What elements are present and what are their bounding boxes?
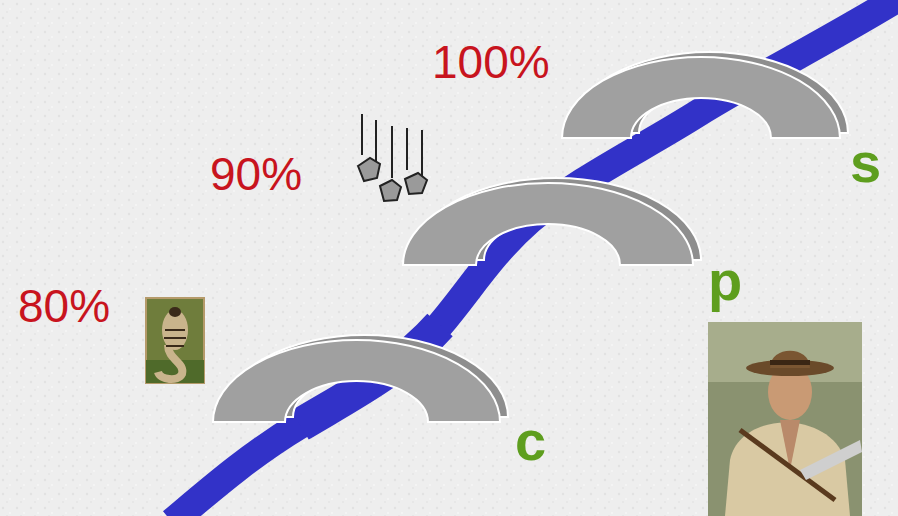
explorer-photo [708, 322, 862, 516]
bridge-middle [403, 178, 701, 265]
success-rate: 80% [18, 283, 110, 329]
bridge-letter: p [708, 253, 742, 309]
cobra-picture [146, 298, 204, 383]
success-rate: 100% [432, 39, 550, 85]
falling-rocks [358, 114, 427, 201]
success-rate: 90% [210, 151, 302, 197]
bridge-letter: c [515, 413, 546, 469]
bridge-upper [562, 52, 848, 138]
bridge-lower [213, 335, 508, 422]
bridge-letter: s [850, 135, 881, 191]
river [172, 0, 898, 516]
